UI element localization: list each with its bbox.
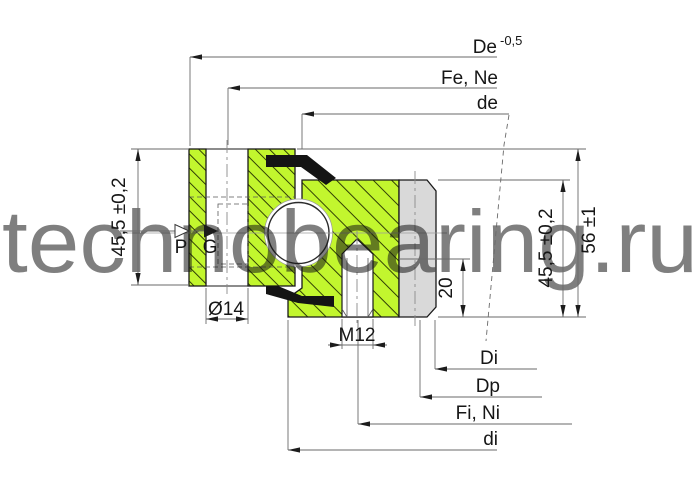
dimension-labels: De -0,5 Fe, Ne de Di Dp Fi, Ni di 45,5 ±…	[109, 33, 600, 450]
watermark-text: technobearing.ru	[2, 192, 698, 291]
label-De: De	[473, 37, 497, 58]
label-di: di	[483, 429, 498, 450]
dimension-arrows	[135, 54, 581, 453]
label-thread-size: M12	[339, 325, 376, 346]
label-Dp: Dp	[476, 376, 500, 397]
seal-bottom	[266, 286, 334, 307]
label-De-tolerance: -0,5	[500, 33, 522, 48]
label-Di: Di	[480, 348, 498, 369]
seal-top	[266, 155, 336, 185]
left-ring-outer-strip	[188, 148, 207, 287]
label-hole-diameter: Ø14	[208, 299, 244, 320]
label-height-outer: 45,5 ±0,2	[536, 208, 557, 287]
threaded-hole-m12	[341, 238, 374, 318]
label-P: P	[175, 237, 188, 258]
label-FeNe: Fe, Ne	[441, 68, 498, 89]
hidden-lines	[189, 196, 295, 268]
p-arrow	[174, 223, 191, 239]
centerlines	[226, 140, 416, 327]
label-FiNi: Fi, Ni	[456, 403, 500, 424]
label-height-inner: 45,5 ±0,2	[109, 177, 130, 256]
dimension-lines	[120, 56, 586, 451]
label-gear-width: 20	[436, 277, 457, 298]
gear-rim	[398, 179, 437, 318]
bearing-section	[120, 140, 447, 327]
grease-hole-hidden	[217, 203, 249, 265]
g-arrow	[204, 224, 218, 238]
label-height-total: 56 ±1	[579, 206, 600, 253]
label-G: G	[203, 237, 218, 258]
label-de: de	[477, 93, 498, 114]
de-leader	[485, 114, 510, 342]
